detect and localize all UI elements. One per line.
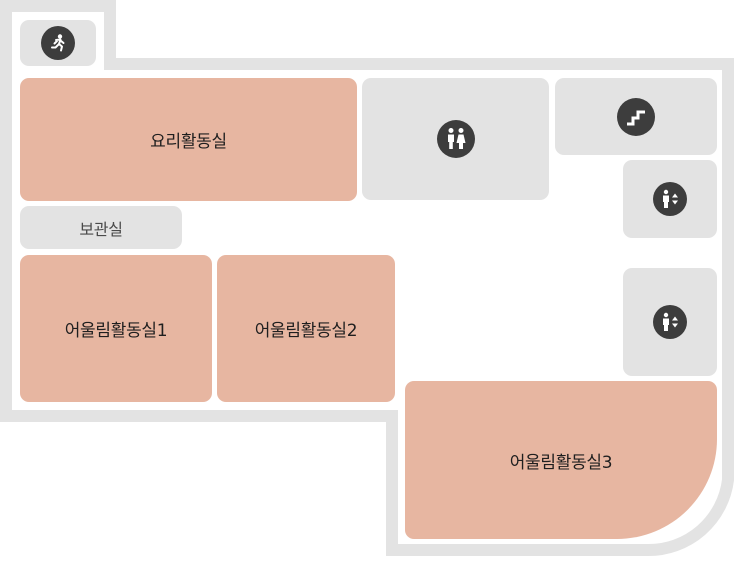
room-cooking-label: 요리활동실	[150, 132, 227, 152]
emergency-exit-icon	[41, 26, 75, 60]
room-cooking[interactable]: 요리활동실	[20, 78, 357, 201]
room-storage-label: 보관실	[79, 219, 123, 239]
room-activity-1[interactable]: 어울림활동실1	[20, 255, 212, 402]
elevator-area-1[interactable]	[623, 160, 717, 238]
room-activity-3[interactable]: 어울림활동실3	[405, 381, 717, 539]
elevator-area-2[interactable]	[623, 268, 717, 376]
room-activity-2[interactable]: 어울림활동실2	[217, 255, 395, 402]
restroom-icon	[436, 120, 475, 158]
elevator-icon	[653, 182, 687, 216]
room-storage[interactable]: 보관실	[20, 206, 182, 249]
elevator-icon	[653, 305, 687, 339]
stairs-icon	[617, 97, 655, 136]
room-activity-2-label: 어울림활동실2	[254, 321, 358, 341]
stairs-area[interactable]	[555, 78, 717, 155]
emergency-exit-area[interactable]	[20, 20, 96, 66]
room-activity-1-label: 어울림활동실1	[64, 321, 168, 341]
room-activity-3-label: 어울림활동실3	[509, 452, 613, 473]
restroom-area[interactable]	[362, 78, 549, 200]
